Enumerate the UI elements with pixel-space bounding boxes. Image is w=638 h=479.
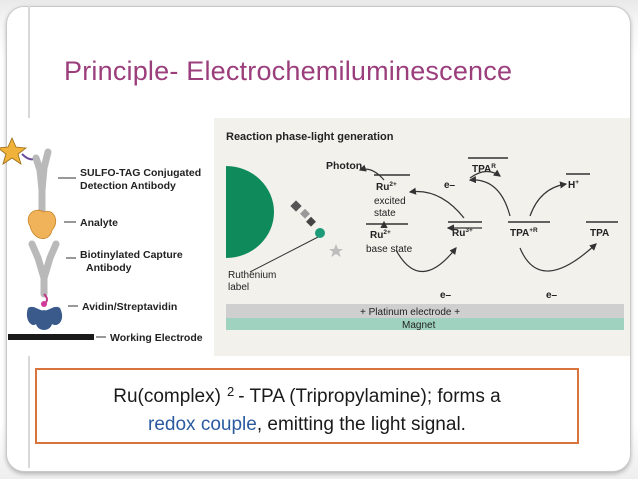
analyte-icon [27, 209, 57, 239]
electrode-label: + Platinum electrode + [360, 307, 460, 318]
photon-label: Photon [326, 160, 362, 172]
ru-base-text: Ru2+ [370, 229, 391, 241]
caption-line-1: Ru(complex) 2- TPA (Tripropylamine); form… [37, 378, 577, 411]
base-state-label: base state [366, 244, 413, 255]
ruthenium-label-1: Ruthenium [228, 270, 276, 281]
working-electrode-bar [8, 334, 94, 340]
detection-antibody-icon [32, 148, 52, 218]
tpa-text: TPA [590, 228, 609, 239]
magnet-label: Magnet [402, 320, 436, 331]
caption-line-2: redox couple, emitting the light signal. [37, 411, 577, 439]
ecl-figure: SULFO-TAG Conjugated Detection Antibody … [0, 118, 630, 356]
platinum-electrode-bar [226, 304, 624, 318]
caption-redox-couple: redox couple [148, 414, 257, 435]
capture-antibody-icon [28, 240, 60, 298]
reaction-heading: Reaction phase-light generation [226, 131, 394, 143]
caption-ru-complex: Ru(complex) [113, 386, 221, 407]
h-plus-text: H+ [568, 179, 579, 191]
label-avidin-streptavidin: Avidin/Streptavidin [82, 301, 177, 313]
left-panel: SULFO-TAG Conjugated Detection Antibody … [0, 118, 208, 356]
label-biotinylated-capture: Biotinylated Capture [80, 249, 183, 261]
right-panel: Reaction phase-light generation Rutheniu… [214, 118, 630, 356]
label-detection-antibody: Detection Antibody [80, 180, 176, 192]
electron-label-1: e– [444, 180, 456, 191]
electron-label-2: e– [440, 290, 452, 301]
caption-tpa: - TPA (Tripropylamine); forms a [238, 386, 501, 407]
ru3-text: Ru3+ [452, 227, 473, 239]
caption-superscript: 2 [226, 384, 235, 399]
electron-label-3: e– [546, 290, 558, 301]
magnet-bar [226, 318, 624, 330]
tpa-radical-text: TPAR [472, 163, 496, 175]
caption-emitting: , emitting the light signal. [256, 414, 466, 435]
slide-title: Principle- Electrochemiluminescence [64, 56, 513, 86]
excited-state-2: state [374, 208, 396, 219]
sulfo-tag-star-icon [0, 137, 28, 165]
ruthenium-label-2: label [228, 282, 249, 293]
excited-state-1: excited [374, 196, 406, 207]
ru-excited-text: Ru2+ [376, 181, 397, 193]
reaction-arrows [358, 164, 597, 273]
bead-dome [226, 166, 274, 258]
label-antibody: Antibody [86, 262, 132, 274]
caption-box: Ru(complex) 2- TPA (Tripropylamine); form… [35, 368, 579, 444]
label-working-electrode: Working Electrode [110, 332, 203, 344]
tpa-cation-text: TPA+R [510, 227, 538, 239]
label-sulfo-tag: SULFO-TAG Conjugated [80, 167, 201, 179]
streptavidin-icon [26, 306, 63, 330]
label-analyte: Analyte [80, 217, 118, 229]
